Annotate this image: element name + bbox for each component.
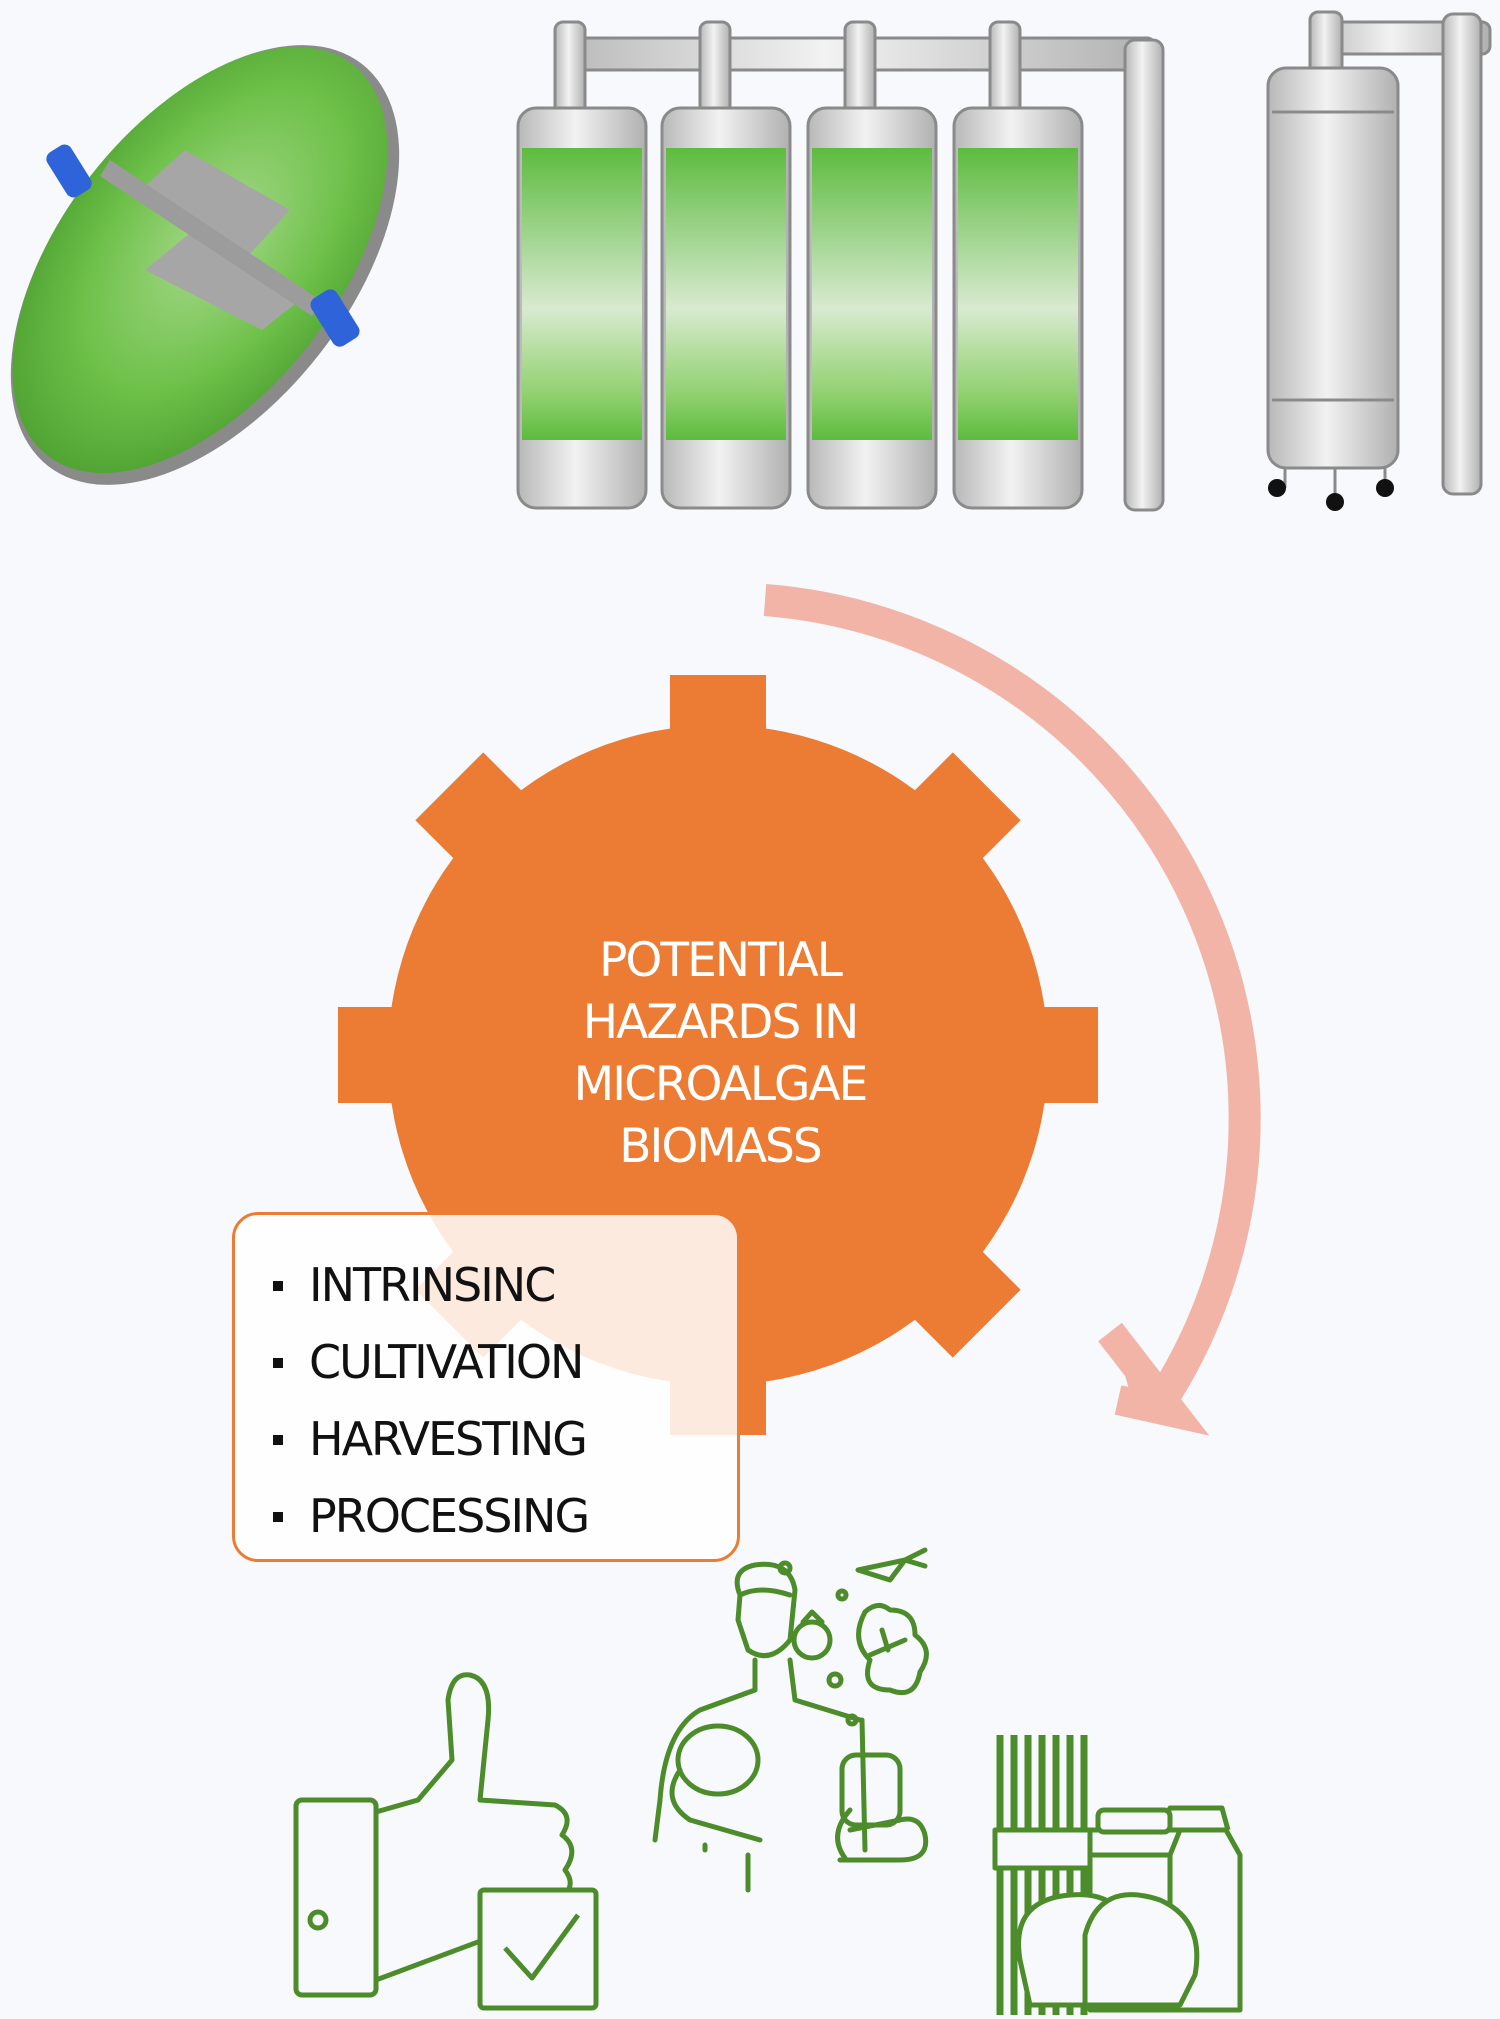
consumer-food-icon bbox=[652, 1547, 929, 1893]
bullet bbox=[273, 1511, 283, 1522]
gear-title-line-1: POTENTIAL bbox=[599, 933, 843, 988]
gear-title-line-2: HAZARDS IN bbox=[582, 995, 859, 1050]
hazard-list: INTRINSINC CULTIVATION HARVESTING PROCES… bbox=[273, 1247, 737, 1555]
hazard-item-cultivation: CULTIVATION bbox=[273, 1324, 737, 1401]
bullet bbox=[273, 1280, 283, 1291]
gear-title: POTENTIAL HAZARDS IN MICROALGAE BIOMASS bbox=[520, 930, 920, 1178]
food-products-icon bbox=[992, 1735, 1243, 2015]
bullet bbox=[273, 1357, 283, 1368]
tubular-photobioreactor-icon bbox=[516, 20, 1165, 512]
hazard-item-label: CULTIVATION bbox=[309, 1335, 584, 1389]
hazard-item-harvesting: HARVESTING bbox=[273, 1401, 737, 1478]
hazard-item-label: INTRINSINC bbox=[309, 1258, 556, 1312]
gear-title-line-4: BIOMASS bbox=[619, 1119, 822, 1174]
hazard-item-label: HARVESTING bbox=[309, 1412, 588, 1466]
hazard-categories-box: INTRINSINC CULTIVATION HARVESTING PROCES… bbox=[232, 1212, 740, 1562]
cycle-arrow-icon bbox=[763, 584, 1261, 1436]
fermenter-tank-icon bbox=[1266, 10, 1492, 511]
gear-title-line-3: MICROALGAE bbox=[573, 1057, 869, 1112]
raceway-pond-icon bbox=[10, 45, 400, 485]
hazard-item-processing: PROCESSING bbox=[273, 1478, 737, 1555]
thumbs-up-check-icon bbox=[293, 1672, 599, 2011]
hazard-item-intrinsic: INTRINSINC bbox=[273, 1247, 737, 1324]
hazard-item-label: PROCESSING bbox=[309, 1489, 590, 1543]
bullet bbox=[273, 1434, 283, 1445]
